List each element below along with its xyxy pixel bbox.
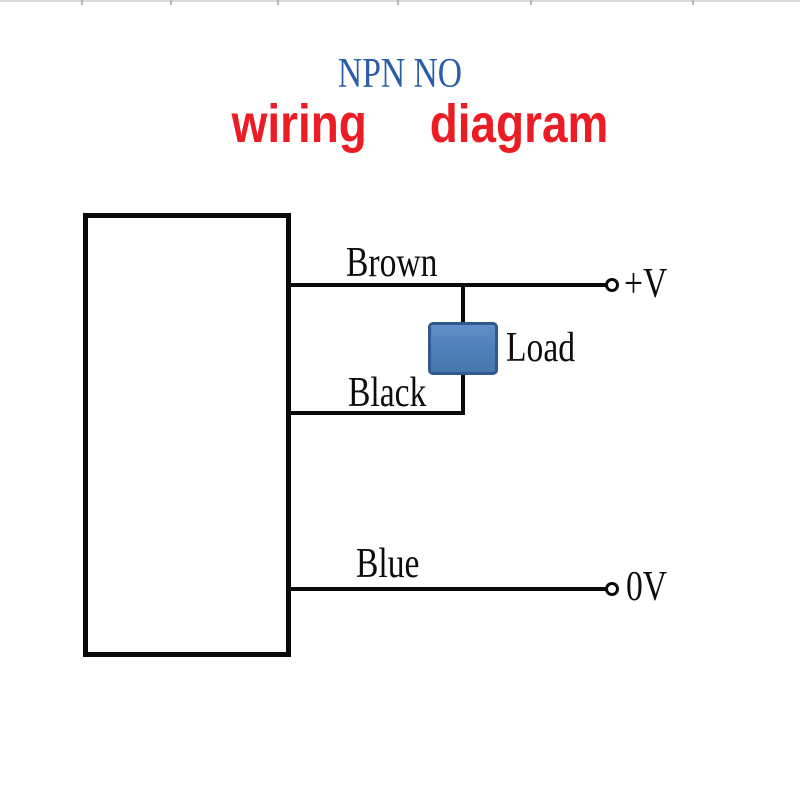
black-wire-label: Black <box>348 370 427 416</box>
table-edge-tick <box>692 0 694 5</box>
load-label: Load <box>506 325 576 371</box>
load-top-connector-line <box>461 285 465 325</box>
table-edge-tick <box>397 0 399 5</box>
sensor-body-outline <box>83 213 291 657</box>
positive-voltage-label: +V <box>624 261 668 307</box>
table-edge-tick <box>170 0 172 5</box>
load-bottom-connector-line <box>461 373 465 415</box>
load-component-box <box>428 322 498 375</box>
zero-voltage-label: 0V <box>626 564 668 610</box>
brown-wire-label: Brown <box>346 240 438 286</box>
table-edge-tick <box>81 0 83 5</box>
table-edge-tick <box>530 0 532 5</box>
brown-wire-line <box>288 283 606 287</box>
table-edge-tick <box>277 0 279 5</box>
blue-wire-label: Blue <box>356 541 420 587</box>
zero-volt-terminal-circle <box>605 582 619 596</box>
diagram-title: NPN NO <box>337 51 463 97</box>
diagram-subtitle: wiring diagram <box>231 94 609 154</box>
positive-terminal-circle <box>605 278 619 292</box>
blue-wire-line <box>288 587 606 591</box>
black-wire-line <box>288 411 465 415</box>
table-edge-artifact <box>0 0 800 5</box>
